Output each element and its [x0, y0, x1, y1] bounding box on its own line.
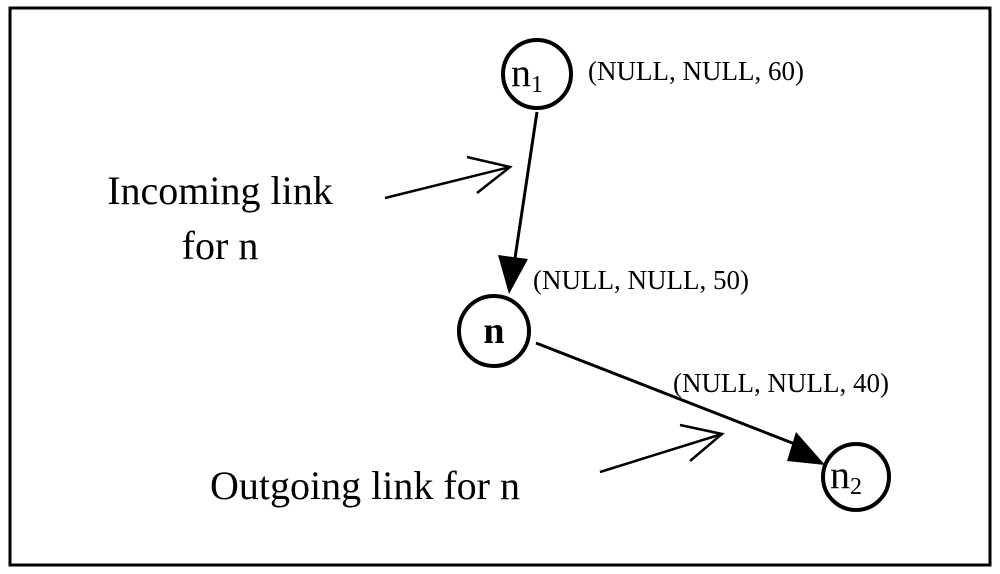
node-n1-label: n1	[511, 50, 543, 98]
incoming-pointer-head	[466, 155, 513, 194]
node-n-tuple: (NULL, NULL, 50)	[533, 265, 749, 295]
node-n1-circle	[501, 38, 573, 110]
node-n2-subscript: 2	[850, 474, 862, 500]
node-n2-tuple: (NULL, NULL, 40)	[673, 368, 889, 398]
node-n-label: n	[483, 310, 504, 352]
outgoing-caption: Outgoing link for n	[210, 463, 520, 508]
incoming-pointer-arrow	[384, 165, 511, 200]
edge-n-to-n2	[535, 341, 801, 448]
edge-n1-to-n	[513, 111, 539, 259]
node-n1-subscript: 1	[531, 72, 543, 98]
outgoing-pointer-arrow	[599, 432, 723, 474]
arrowhead-n1-to-n	[498, 255, 528, 294]
node-n2-circle	[821, 442, 891, 512]
incoming-caption-line2: for n	[182, 223, 259, 268]
node-n2: n2	[821, 442, 891, 512]
node-n2-label: n2	[830, 452, 862, 500]
arrowhead-n-to-n2	[787, 432, 825, 465]
node-n: n	[457, 294, 531, 368]
node-n1-letter: n	[511, 50, 531, 95]
node-n1-tuple: (NULL, NULL, 60)	[588, 56, 804, 86]
node-n1: n1	[501, 38, 573, 110]
node-n-circle	[457, 294, 531, 368]
incoming-caption-line1: Incoming link	[107, 168, 333, 213]
node-n2-letter: n	[830, 452, 850, 497]
outgoing-pointer-head	[679, 423, 725, 462]
